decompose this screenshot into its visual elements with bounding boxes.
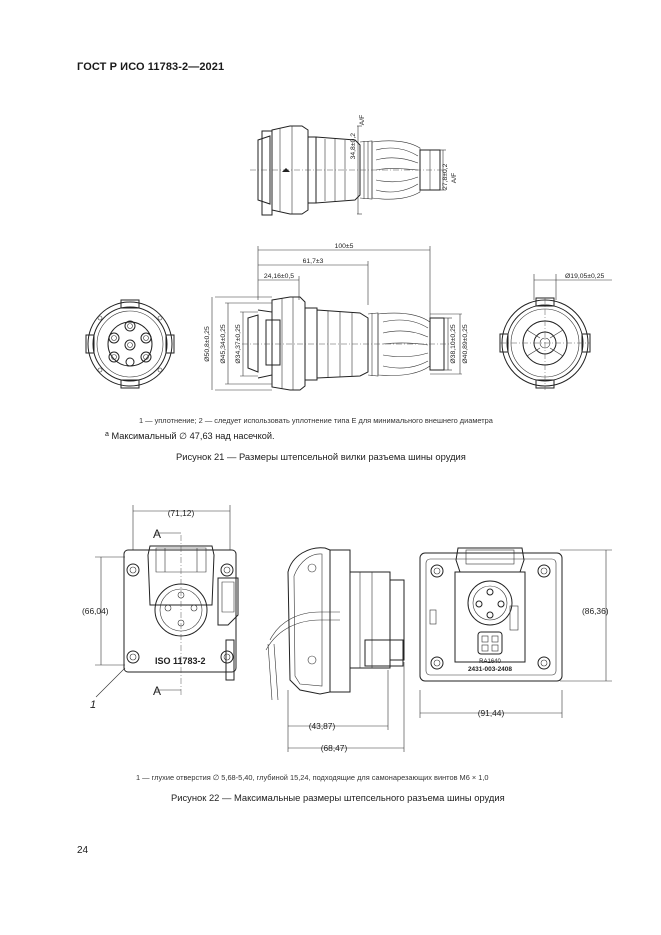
dim-68: (68,47) — [321, 743, 348, 753]
figure-21-footnote: a Максимальный ∅ 47,63 над насечкой. — [105, 431, 275, 442]
figure-22-note: 1 — глухие отверстия ∅ 5,68-5,40, глубин… — [136, 773, 489, 782]
figure-22-caption: Рисунок 22 — Максимальные размеры штепсе… — [171, 792, 505, 803]
dim-af-27-unit: A/F — [451, 173, 458, 184]
document-header: ГОСТ Р ИСО 11783-2—2021 — [77, 61, 225, 73]
plug-side-view — [242, 246, 452, 391]
iso-label: ISO 11783-2 — [155, 656, 206, 666]
dim-af-34-unit: A/F — [359, 115, 366, 126]
dim-len-100: 100±5 — [335, 243, 354, 250]
dim-len-61: 61,7±3 — [303, 258, 324, 265]
part-code-1: RA1640 — [479, 659, 501, 665]
dim-width-71: (71,12) — [168, 508, 195, 518]
dim-dia-40: Ø40,89±0,25 — [462, 324, 469, 363]
callout-1: 1 — [90, 699, 96, 711]
dim-len-24: 24,16±0,5 — [264, 273, 294, 280]
dim-af-27: 27,8±0,2 — [442, 163, 449, 190]
footnote-mark: a — [105, 431, 109, 438]
figure-21-note: 1 — уплотнение; 2 — следует использовать… — [139, 416, 493, 425]
dim-91: (91,44) — [478, 708, 505, 718]
dim-86: (86,36) — [582, 606, 609, 616]
part-code-2: 2431-003-2408 — [468, 666, 512, 673]
dim-af-34: 34,8±0,2 — [350, 133, 357, 160]
dim-43: (43,87) — [309, 721, 336, 731]
dim-dia-19: Ø19,05±0,25 — [565, 273, 604, 280]
dim-dia-50: Ø50,8±0,25 — [204, 326, 211, 362]
plug-front-view — [85, 299, 175, 389]
plug-rear-view — [499, 297, 591, 390]
dim-dia-34: Ø34,37±0,25 — [235, 324, 242, 363]
dim-dia-45: Ø45,34±0,25 — [220, 324, 227, 363]
socket-rear-view — [419, 547, 563, 682]
section-a-bottom: A — [153, 684, 161, 698]
socket-side-view — [265, 547, 405, 701]
footnote-text: Максимальный ∅ 47,63 над насечкой. — [111, 431, 275, 441]
socket-front-view — [95, 505, 239, 695]
dim-dia-38: Ø38,10±0,25 — [450, 324, 457, 363]
plug-top-view — [250, 125, 448, 216]
section-a-top: A — [153, 527, 161, 541]
figure-21-caption: Рисунок 21 — Размеры штепсельной вилки р… — [176, 451, 466, 462]
dim-height-66: (66,04) — [82, 606, 109, 616]
page-number: 24 — [77, 845, 89, 856]
